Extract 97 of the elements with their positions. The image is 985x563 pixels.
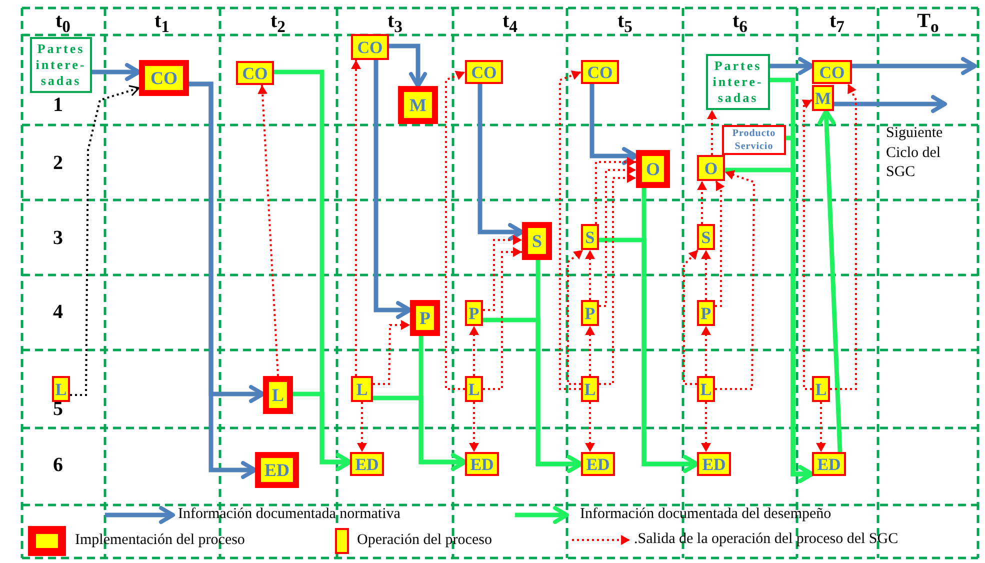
arrow	[707, 110, 717, 155]
arrow	[683, 249, 699, 385]
arrow	[483, 247, 522, 390]
arrow	[834, 95, 947, 113]
operation-box: L	[465, 376, 483, 402]
column-header: t$_{3}$	[388, 10, 402, 37]
operation-box: ED	[697, 452, 731, 476]
arrow	[802, 99, 812, 390]
output-box: Producto Servicio	[722, 125, 786, 155]
arrow	[590, 84, 638, 165]
arrow	[189, 82, 257, 479]
legend-label: Información documentada del desempeño	[580, 506, 832, 523]
implementation-box: M	[398, 86, 438, 124]
arrow	[585, 250, 595, 300]
operation-box: L	[52, 376, 70, 402]
arrow	[599, 165, 636, 307]
operation-box: P	[697, 300, 715, 326]
row-number: 4	[53, 301, 63, 324]
arrow	[852, 57, 977, 75]
operation-box: ED	[465, 452, 499, 476]
arrow	[483, 235, 522, 311]
arrow	[697, 181, 707, 224]
stakeholder-box: Partes intere- sadas	[30, 37, 92, 93]
arrow	[70, 85, 140, 396]
arrow	[559, 70, 582, 390]
operation-box: CO	[812, 60, 852, 84]
operation-box: ED	[581, 452, 615, 476]
arrow	[585, 326, 595, 376]
row-number: 1	[53, 94, 63, 117]
arrow	[469, 402, 479, 452]
column-header: t$_{2}$	[270, 10, 286, 37]
arrow	[701, 326, 711, 376]
arrow	[770, 57, 814, 75]
legend-label: Implementación del proceso	[75, 532, 245, 549]
operation-box: L	[351, 376, 373, 402]
operation-box: ED	[350, 452, 384, 476]
arrow	[715, 180, 725, 307]
arrow	[595, 157, 636, 224]
arrow	[418, 336, 467, 471]
column-header: t$_{1}$	[154, 10, 170, 37]
arrow	[389, 44, 427, 88]
column-header: t$_{6}$	[732, 10, 748, 37]
operation-box: S	[697, 224, 715, 250]
arrow	[536, 260, 583, 473]
operation-box: L	[697, 376, 715, 402]
arrow	[567, 249, 584, 385]
implementation-box: ED	[255, 452, 299, 488]
legend-label: .Salida de la operación del proceso del SGC	[634, 531, 898, 548]
arrow	[258, 84, 279, 376]
implementation-box: S	[522, 222, 552, 260]
arrow	[786, 136, 814, 483]
note: Siguiente Ciclo del SGC	[886, 124, 944, 182]
arrow	[374, 60, 412, 319]
operation-box: S	[581, 224, 599, 250]
operation-box: CO	[581, 60, 619, 84]
implementation-box: P	[410, 300, 440, 336]
column-header: t$_{5}$	[618, 10, 632, 37]
operation-box: CO	[465, 60, 503, 84]
arrow	[351, 60, 361, 376]
legend-label: Operación del proceso	[357, 532, 492, 549]
operation-box: M	[812, 85, 834, 111]
stakeholder-box: Partes intere- sadas	[706, 54, 770, 110]
column-header: t$_{4}$	[502, 10, 518, 37]
row-number: 6	[53, 454, 63, 477]
operation-box: L	[812, 376, 830, 402]
arrow	[599, 173, 636, 385]
row-number: 2	[53, 152, 63, 175]
arrow	[701, 250, 711, 300]
arrow	[642, 188, 699, 473]
arrow	[373, 320, 410, 385]
operation-box: L	[581, 376, 599, 402]
arrow	[92, 63, 141, 81]
implementation-box: L	[263, 376, 293, 414]
arrow	[445, 70, 466, 390]
operation-box: O	[697, 155, 725, 181]
arrow	[357, 402, 367, 452]
operation-box: P	[465, 300, 483, 326]
row-number: 3	[53, 227, 63, 250]
operation-box: ED	[812, 452, 846, 476]
column-header: t$_{7}$	[830, 10, 844, 37]
legend-label: Información documentada normativa	[178, 506, 400, 523]
arrow	[715, 170, 755, 390]
arrow	[818, 109, 842, 452]
implementation-box: CO	[139, 60, 189, 96]
column-header: t$_{0}$	[56, 10, 70, 37]
operation-box: CO	[236, 61, 274, 85]
arrow	[478, 84, 524, 241]
operation-box: P	[581, 300, 599, 326]
arrow	[816, 402, 826, 452]
implementation-box: O	[636, 150, 670, 188]
arrow	[701, 402, 711, 452]
arrow	[830, 84, 857, 390]
column-header: T$_{o}$	[917, 10, 939, 37]
operation-box: CO	[351, 34, 389, 60]
arrow	[585, 402, 595, 452]
arrow	[293, 392, 352, 471]
arrow	[469, 326, 479, 376]
